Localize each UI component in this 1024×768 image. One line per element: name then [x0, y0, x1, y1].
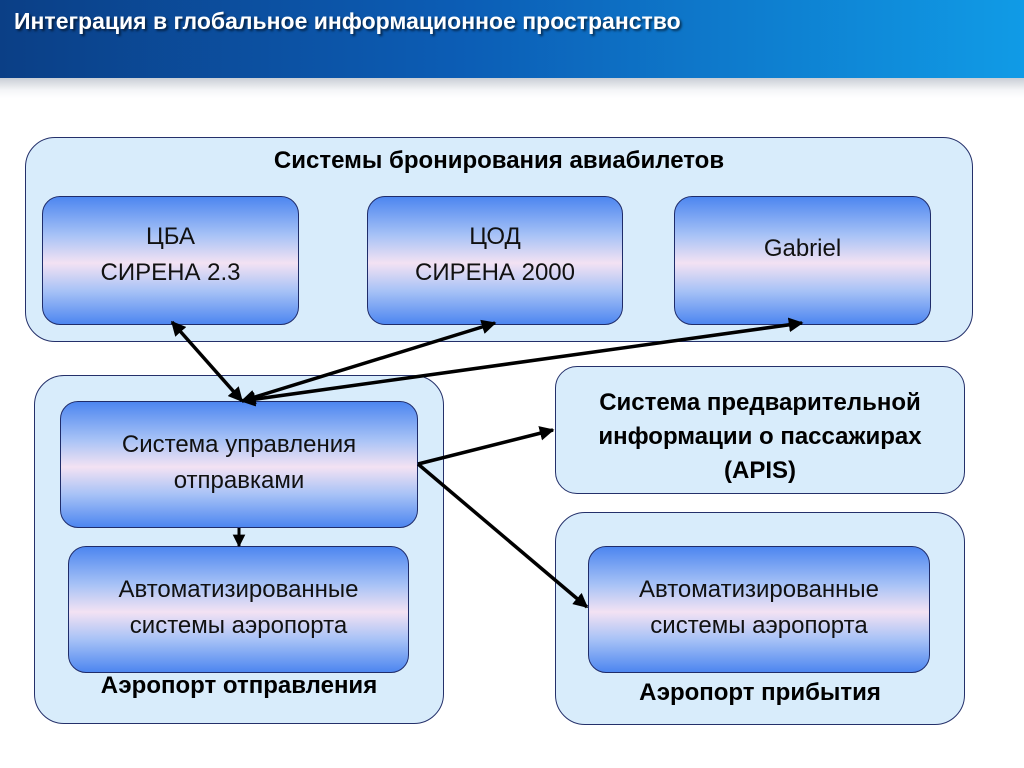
arrival-airport-label: Аэропорт прибытия — [639, 679, 881, 706]
gabriel-box: Gabriel — [674, 196, 931, 325]
header-shadow — [0, 78, 1024, 98]
arrow-dcs-to-apis — [417, 426, 555, 466]
arrow-cod-to-dcs — [240, 319, 497, 405]
gabriel-text: Gabriel — [763, 234, 842, 262]
header-bar: Интеграция в глобальное информационное п… — [0, 0, 1024, 78]
departure-control-box: Система управления отправками — [60, 401, 418, 528]
arrow-gabriel-to-dcs — [240, 317, 804, 407]
booking-systems-label: Системы бронирования авиабилетов — [273, 147, 725, 174]
arrival-airport-systems-text: Автоматизированные системы аэропорта — [638, 576, 880, 639]
departure-control-text: Система управления отправками — [121, 431, 357, 494]
arrow-cba-to-dcs — [170, 320, 244, 403]
departure-airport-systems-text: Автоматизированные системы аэропорта — [118, 576, 359, 639]
cod-sirena-box: ЦОД СИРЕНА 2000 — [367, 196, 623, 325]
departure-airport-systems-box: Автоматизированные системы аэропорта — [68, 546, 409, 673]
departure-airport-label: Аэропорт отправления — [100, 672, 378, 699]
cod-sirena-text: ЦОД СИРЕНА 2000 — [415, 222, 575, 286]
cba-sirena-box: ЦБА СИРЕНА 2.3 — [42, 196, 299, 325]
cba-sirena-text: ЦБА СИРЕНА 2.3 — [100, 222, 241, 286]
arrow-dcs-to-arrival — [416, 462, 589, 609]
arrival-airport-systems-box: Автоматизированные системы аэропорта — [588, 546, 930, 673]
page-title: Интеграция в глобальное информационное п… — [14, 8, 681, 34]
